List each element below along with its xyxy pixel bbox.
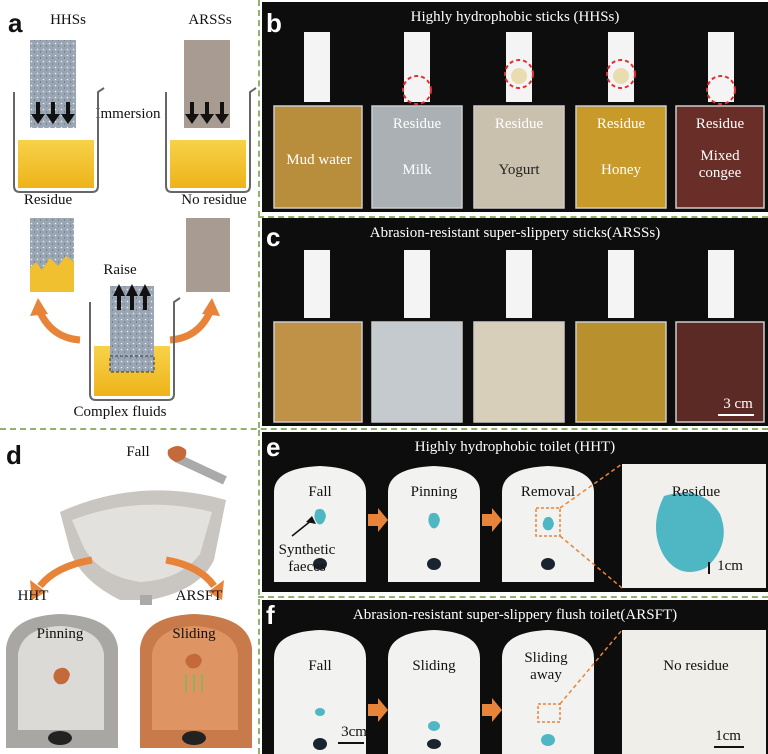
faeces-marks-e	[314, 492, 724, 572]
scale-bar-e	[708, 562, 710, 574]
panel-label-a: a	[8, 8, 23, 38]
beaker-c-honey	[575, 321, 667, 423]
panel-d-toilets	[6, 446, 252, 748]
panel-f-title: Abrasion-resistant super-slippery flush …	[352, 607, 678, 623]
label-d-sliding: Sliding	[172, 626, 216, 642]
down-arrows-left	[31, 102, 75, 124]
label-hhs: HHSs	[50, 12, 86, 28]
panel-label-e: e	[266, 432, 281, 462]
stick-clean	[186, 218, 230, 292]
label-f-sliding: Sliding	[412, 658, 456, 674]
label-e-synthetic-faeces: Synthetic faeces	[278, 542, 336, 575]
label-e-residue: Residue	[671, 484, 721, 500]
up-arrows	[113, 284, 151, 310]
panel-b-photos	[273, 32, 765, 209]
panel-e: Highly hydrophobic toilet (HHT) Fall Pin…	[262, 432, 768, 592]
scale-bar-f-left	[338, 742, 364, 744]
panel-e-photos	[274, 463, 766, 589]
panel-label-b: b	[266, 8, 282, 38]
beaker-c-yogurt	[473, 321, 565, 423]
label-f-fall: Fall	[308, 658, 332, 674]
label-d-hht: HHT	[17, 588, 49, 604]
scale-label-f-left: 3cm	[341, 724, 367, 740]
fluid-label-yogurt: Yogurt	[498, 162, 540, 178]
panel-f: Abrasion-resistant super-slippery flush …	[262, 600, 768, 754]
scale-bar-f-right	[714, 746, 744, 748]
panel-label-c: c	[266, 222, 281, 252]
beaker-c-mud-water	[273, 321, 363, 423]
curve-arrow-left	[36, 310, 81, 344]
beaker-milk	[371, 105, 463, 209]
scale-label-e: 1cm	[717, 558, 743, 574]
fluid-label-honey: Honey	[601, 162, 641, 178]
panel-a: a HHSs ARSSs Immersion Residue No residu…	[0, 0, 258, 428]
stick-residue	[30, 218, 74, 292]
divider-vertical-top	[258, 0, 260, 428]
panel-label-d: d	[6, 440, 22, 470]
panel-e-title: Highly hydrophobic toilet (HHT)	[414, 439, 616, 455]
beaker-hhs	[13, 87, 105, 193]
arrow-f-1	[368, 698, 388, 722]
toilet-hht	[6, 614, 118, 748]
arrow-e-1	[368, 508, 388, 532]
residue-label-yogurt: Residue	[494, 116, 544, 132]
label-d-pinning: Pinning	[36, 626, 84, 642]
pointer-synthetic-faeces	[291, 519, 313, 537]
curve-arrow-right	[169, 310, 214, 344]
label-arss: ARSSs	[188, 12, 232, 28]
faeces-falling	[167, 446, 227, 485]
label-complex-fluids: Complex fluids	[73, 404, 167, 420]
beaker-yogurt	[473, 105, 565, 209]
panel-c-title: Abrasion-resistant super-slippery sticks…	[369, 225, 661, 241]
divider-horizontal-mid	[0, 428, 768, 430]
beaker-arss	[165, 87, 257, 193]
label-e-pinning: Pinning	[410, 484, 458, 500]
panel-b: Highly hydrophobic sticks (HHSs)	[262, 2, 768, 212]
scale-bar-c	[718, 414, 754, 416]
panel-b-title: Highly hydrophobic sticks (HHSs)	[410, 9, 620, 25]
scale-label-c: 3 cm	[723, 396, 753, 412]
beaker-c-milk	[371, 321, 463, 423]
panel-f-photos	[274, 629, 766, 754]
label-d-fall: Fall	[126, 444, 150, 460]
panel-c: Abrasion-resistant super-slippery sticks…	[262, 218, 768, 426]
down-arrows-right	[185, 102, 229, 124]
fluid-label-mixed-congee: Mixed congee	[698, 148, 742, 181]
curve-arrow-d-right	[165, 556, 217, 589]
panel-d: d	[0, 430, 258, 754]
panel-a-schematic	[13, 40, 257, 401]
residue-label-congee: Residue	[695, 116, 745, 132]
label-e-removal: Removal	[520, 484, 576, 500]
scale-label-f-right: 1cm	[715, 728, 741, 744]
divider-horizontal-ef	[258, 596, 768, 598]
label-no-residue: No residue	[181, 192, 247, 208]
label-e-fall: Fall	[308, 484, 332, 500]
label-f-no-residue: No residue	[663, 658, 729, 674]
label-residue: Residue	[23, 192, 73, 208]
label-d-arsft: ARSFT	[175, 588, 223, 604]
fluid-label-milk: Milk	[402, 162, 432, 178]
divider-horizontal-bc	[258, 216, 768, 218]
arrow-e-2	[482, 508, 502, 532]
beaker-c-congee	[675, 321, 765, 423]
divider-vertical-bottom	[258, 430, 260, 754]
curve-arrow-d-left	[37, 556, 93, 589]
fluid-label-mud-water: Mud water	[286, 152, 352, 168]
residue-label-honey: Residue	[596, 116, 646, 132]
beaker-honey	[575, 105, 667, 209]
beaker-mud-water	[273, 105, 363, 209]
toilet-arsft	[140, 614, 252, 748]
panel-label-f: f	[266, 600, 275, 630]
label-raise: Raise	[103, 262, 137, 278]
beaker-mixed-congee	[675, 105, 765, 209]
faeces-marks-f	[315, 708, 555, 746]
label-f-sliding-away: Sliding away	[524, 650, 568, 683]
label-immersion: Immersion	[95, 106, 161, 122]
residue-label-milk: Residue	[392, 116, 442, 132]
panel-c-photos	[273, 250, 765, 423]
arrow-f-2	[482, 698, 502, 722]
